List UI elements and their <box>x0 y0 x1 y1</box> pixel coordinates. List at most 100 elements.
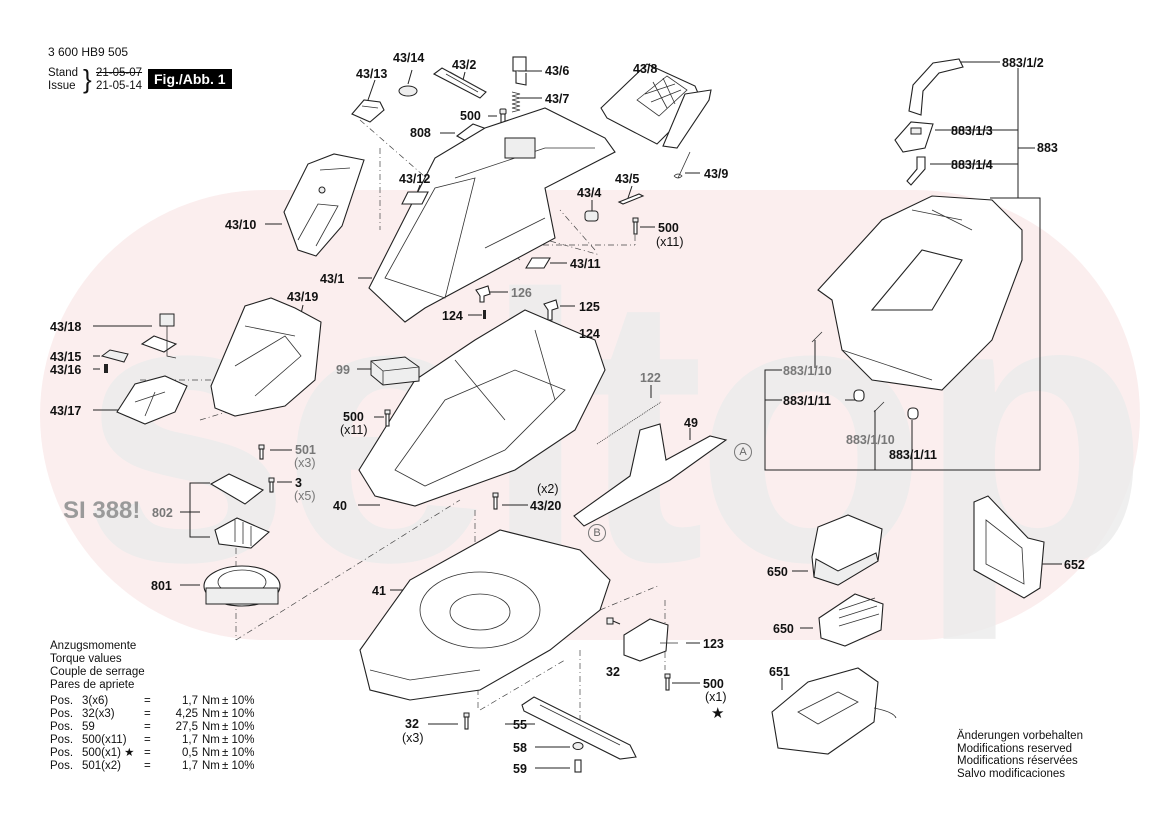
label-43-7: 43/7 <box>545 92 570 106</box>
torque-pos: Pos. <box>50 734 74 746</box>
torque-pos: Pos. <box>50 695 74 707</box>
label-500-x1: 500 <box>703 677 724 691</box>
torque-value: 4,25 <box>175 708 198 720</box>
torque-eq: = <box>144 721 151 733</box>
modifications-note: Änderungen vorbehalten Modifications res… <box>957 730 1083 780</box>
label-3-qty: (x5) <box>294 489 316 503</box>
document-number: 3 600 HB9 505 <box>48 45 129 59</box>
issue-label: Issue <box>48 80 76 92</box>
part-883-1-4-drawing <box>906 156 926 186</box>
part-883-1-2-drawing <box>908 58 964 116</box>
label-500-x11-left-qty: (x11) <box>340 423 368 437</box>
label-883-1-11-right: 883/1/11 <box>889 448 937 462</box>
label-55: 55 <box>513 718 527 732</box>
part-43-5-drawing <box>617 193 645 205</box>
label-123: 123 <box>703 637 724 651</box>
screw-32-drawing <box>606 617 621 625</box>
label-883: 883 <box>1037 141 1058 155</box>
service-info-note: SI 388! <box>63 497 141 524</box>
label-125: 125 <box>579 300 600 314</box>
part-43-18-drawing <box>140 313 178 359</box>
screw-501-drawing <box>258 444 265 460</box>
label-43-16: 43/16 <box>50 363 82 377</box>
torque-eq: = <box>144 734 151 746</box>
label-43-18: 43/18 <box>50 320 82 334</box>
label-883-1-2: 883/1/2 <box>1002 56 1044 70</box>
label-500-x11-top: 500 <box>658 221 679 235</box>
torque-unit: Nm <box>202 734 220 746</box>
torque-item: 32(x3) <box>82 708 115 720</box>
reference-b: B <box>588 524 606 542</box>
label-500-x1-qty: (x1) <box>705 690 727 704</box>
modifications-de: Änderungen vorbehalten <box>957 730 1083 742</box>
label-43-15: 43/15 <box>50 350 82 364</box>
label-650-bottom: 650 <box>773 622 794 636</box>
torque-eq: = <box>144 695 151 707</box>
label-40: 40 <box>333 499 347 513</box>
part-43-14-drawing <box>398 85 418 97</box>
part-43-8-drawing <box>600 63 712 149</box>
part-43-13-drawing <box>351 99 385 123</box>
pin-883-1-10b-drawing <box>873 401 885 413</box>
part-650a-battery-drawing <box>811 514 883 586</box>
part-122-drawing <box>596 401 662 445</box>
torque-item: 500(x1) ★ <box>82 747 135 759</box>
label-32-right: 32 <box>606 665 620 679</box>
label-43-9: 43/9 <box>704 167 729 181</box>
torque-unit: Nm <box>202 760 220 772</box>
label-501: 501 <box>295 443 316 457</box>
torque-title-es: Pares de apriete <box>50 679 135 691</box>
part-58-drawing <box>572 742 584 750</box>
part-43-17-drawing <box>116 375 188 425</box>
star-symbol: ★ <box>711 705 725 722</box>
label-49: 49 <box>684 416 698 430</box>
torque-pos: Pos. <box>50 760 74 772</box>
label-808: 808 <box>410 126 431 140</box>
part-883-grassbox-drawing <box>817 195 1023 391</box>
torque-unit: Nm <box>202 747 220 759</box>
screw-32-lower-drawing <box>463 712 470 730</box>
label-43-11: 43/11 <box>570 257 601 271</box>
label-883-1-11-left: 883/1/11 <box>783 394 831 408</box>
part-43-9-drawing <box>673 151 691 179</box>
issue-date: 21-05-14 <box>96 80 143 92</box>
part-650b-battery-drawing <box>818 593 884 647</box>
modifications-fr: Modifications réservées <box>957 755 1078 767</box>
modifications-en: Modifications reserved <box>957 742 1073 755</box>
part-126-drawing <box>475 285 491 303</box>
label-883-1-4: 883/1/4 <box>951 158 993 172</box>
part-55-blade-drawing <box>521 696 637 760</box>
cap-883-1-11a-drawing <box>853 389 865 402</box>
label-802: 802 <box>152 506 173 520</box>
torque-title-en: Torque values <box>50 653 122 665</box>
label-651: 651 <box>769 665 790 679</box>
label-126: 126 <box>511 286 532 300</box>
cap-883-1-11b-drawing <box>907 407 919 420</box>
label-43-12: 43/12 <box>399 172 431 186</box>
part-125-drawing <box>543 299 559 321</box>
label-501-qty: (x3) <box>294 456 316 470</box>
torque-tol: ± 10% <box>222 695 255 707</box>
part-40-drawing <box>358 309 606 507</box>
label-43-13: 43/13 <box>356 67 388 81</box>
label-124-right: 124 <box>579 327 600 341</box>
label-650-top: 650 <box>767 565 788 579</box>
label-122: 122 <box>640 371 661 385</box>
torque-tol: ± 10% <box>222 721 255 733</box>
screw-43-20-drawing <box>492 492 499 510</box>
reference-a: A <box>734 443 752 461</box>
part-801-drawing <box>203 565 281 607</box>
brace-symbol: } <box>83 64 92 94</box>
label-3: 3 <box>295 476 302 490</box>
figure-label: Fig./Abb. 1 <box>148 69 232 89</box>
part-43-7-drawing <box>511 91 521 113</box>
label-883-1-10-right: 883/1/10 <box>846 433 895 447</box>
torque-title-fr: Couple de serrage <box>50 666 145 678</box>
label-500-x11-top-qty: (x11) <box>656 235 684 249</box>
stand-date: 21-05-07 <box>96 67 143 79</box>
torque-value: 1,7 <box>182 695 198 707</box>
